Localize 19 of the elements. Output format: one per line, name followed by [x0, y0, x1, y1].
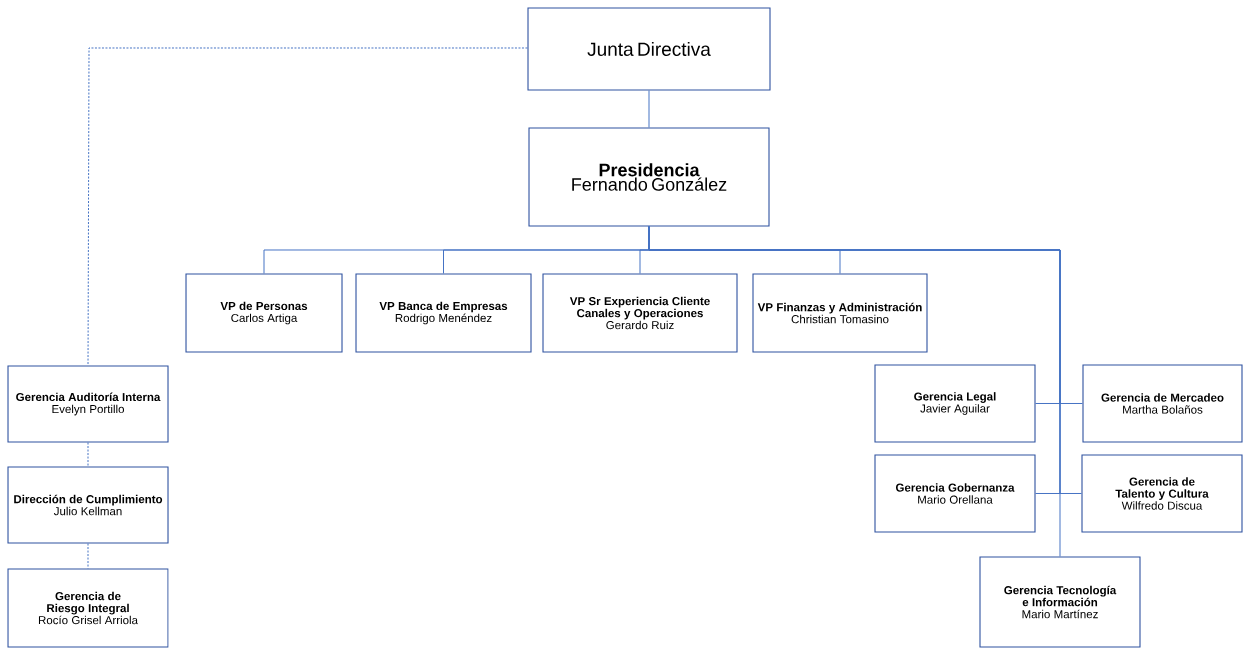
- org-box: VP de Personas Carlos Artiga: [185, 273, 343, 353]
- dashed-connector: [87, 442, 89, 467]
- org-box: VP Sr Experiencia Cliente Canales y Operaciones Gerardo Ruiz: [542, 273, 738, 353]
- org-box: Gerencia Tecnología e Información Mario Martínez: [979, 556, 1141, 648]
- org-box: Gerencia Gobernanza Mario Orellana: [874, 454, 1036, 533]
- connector: [648, 90, 650, 128]
- org-box: VP Finanzas y Administración Christian Tomasino: [752, 273, 928, 353]
- dashed-connector: [87, 543, 89, 569]
- org-box: Presidencia Fernando González: [528, 127, 770, 227]
- org-box: Junta Directiva: [527, 7, 771, 91]
- org-box: Dirección de Cumplimiento Julio Kellman: [7, 466, 169, 544]
- org-box: Gerencia Auditoría Interna Evelyn Portillo: [7, 365, 169, 443]
- org-box: Gerencia Legal Javier Aguilar: [874, 364, 1036, 443]
- connector: [648, 226, 1061, 557]
- org-box: VP Banca de Empresas Rodrigo Menéndez: [355, 273, 532, 353]
- org-box: Gerencia de Mercadeo Martha Bolaños: [1082, 364, 1243, 443]
- org-box: Gerencia de Talento y Cultura Wilfredo Discua: [1081, 454, 1243, 533]
- dashed-connector: [87, 47, 528, 366]
- org-box: Gerencia de Riesgo Integral Rocío Grisel Arriola: [7, 568, 169, 648]
